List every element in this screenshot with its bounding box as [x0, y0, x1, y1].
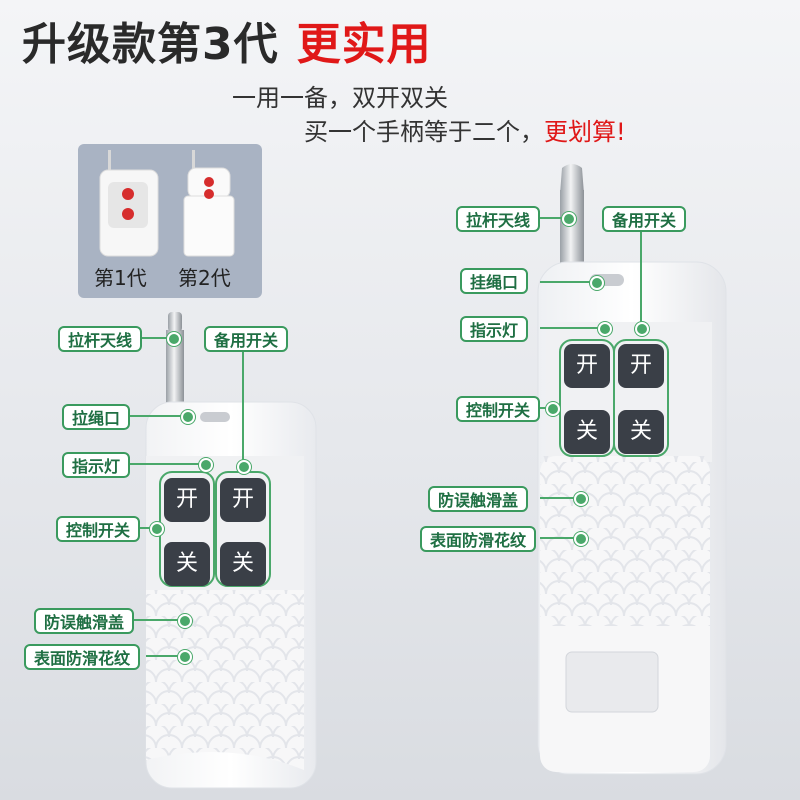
left-remote-off-button-a[interactable]: 关 — [164, 542, 210, 586]
left-remote-off-button-b[interactable]: 关 — [220, 542, 266, 586]
lanyard-marker-left — [181, 410, 195, 424]
left-remote-on-button-a[interactable]: 开 — [164, 478, 210, 522]
callout-texture-right: 表面防滑花纹 — [420, 526, 537, 552]
callout-control-switch-right: 控制开关 — [456, 396, 541, 422]
texture-marker-left — [178, 650, 192, 664]
subtitle-line2-highlight: 更划算! — [544, 118, 626, 146]
lanyard-marker-right — [590, 276, 604, 290]
callout-control-switch-left: 控制开关 — [56, 516, 141, 542]
control-switch-marker-left — [150, 522, 164, 536]
antenna-marker-right — [562, 212, 576, 226]
antenna-marker-left — [167, 332, 181, 346]
headline-main: 升级款第3代 — [22, 19, 279, 70]
callout-cover-right: 防误触滑盖 — [428, 486, 529, 512]
subtitle-line2-prefix: 买一个手柄等于二个， — [304, 118, 544, 146]
gen1-label: 第1代 — [94, 266, 147, 290]
headline: 升级款第3代更实用 — [22, 8, 432, 72]
subtitle-line2: 买一个手柄等于二个，更划算! — [304, 112, 626, 147]
right-remote-off-button-b[interactable]: 关 — [618, 410, 664, 454]
cover-marker-left — [178, 614, 192, 628]
spare-switch-marker-left — [237, 460, 251, 474]
callout-indicator-right: 指示灯 — [460, 316, 529, 342]
callout-spare-switch-right: 备用开关 — [602, 206, 687, 232]
cover-marker-right — [574, 492, 588, 506]
spare-switch-marker-right — [635, 322, 649, 336]
right-remote-on-button-b[interactable]: 开 — [618, 344, 664, 388]
callout-lanyard-left: 拉绳口 — [62, 404, 131, 430]
generation-card: 第1代 第2代 — [78, 144, 262, 298]
right-remote-on-button-a[interactable]: 开 — [564, 344, 610, 388]
callout-antenna-left: 拉杆天线 — [58, 326, 143, 352]
indicator-marker-right — [598, 322, 612, 336]
callout-spare-switch-left: 备用开关 — [204, 326, 289, 352]
callout-cover-left: 防误触滑盖 — [34, 608, 135, 634]
right-remote-off-button-a[interactable]: 关 — [564, 410, 610, 454]
control-switch-marker-right — [546, 402, 560, 416]
gen2-label: 第2代 — [178, 266, 231, 290]
subtitle-line1: 一用一备，双开双关 — [232, 84, 448, 112]
gen1-remote-image — [99, 150, 159, 257]
callout-antenna-right: 拉杆天线 — [456, 206, 541, 232]
indicator-marker-left — [199, 458, 213, 472]
headline-highlight: 更实用 — [296, 19, 432, 70]
callout-lanyard-right: 挂绳口 — [460, 268, 529, 294]
texture-marker-right — [574, 532, 588, 546]
gen2-remote-image — [183, 150, 235, 257]
left-remote-on-button-b[interactable]: 开 — [220, 478, 266, 522]
callout-indicator-left: 指示灯 — [62, 452, 131, 478]
callout-texture-left: 表面防滑花纹 — [24, 644, 141, 670]
